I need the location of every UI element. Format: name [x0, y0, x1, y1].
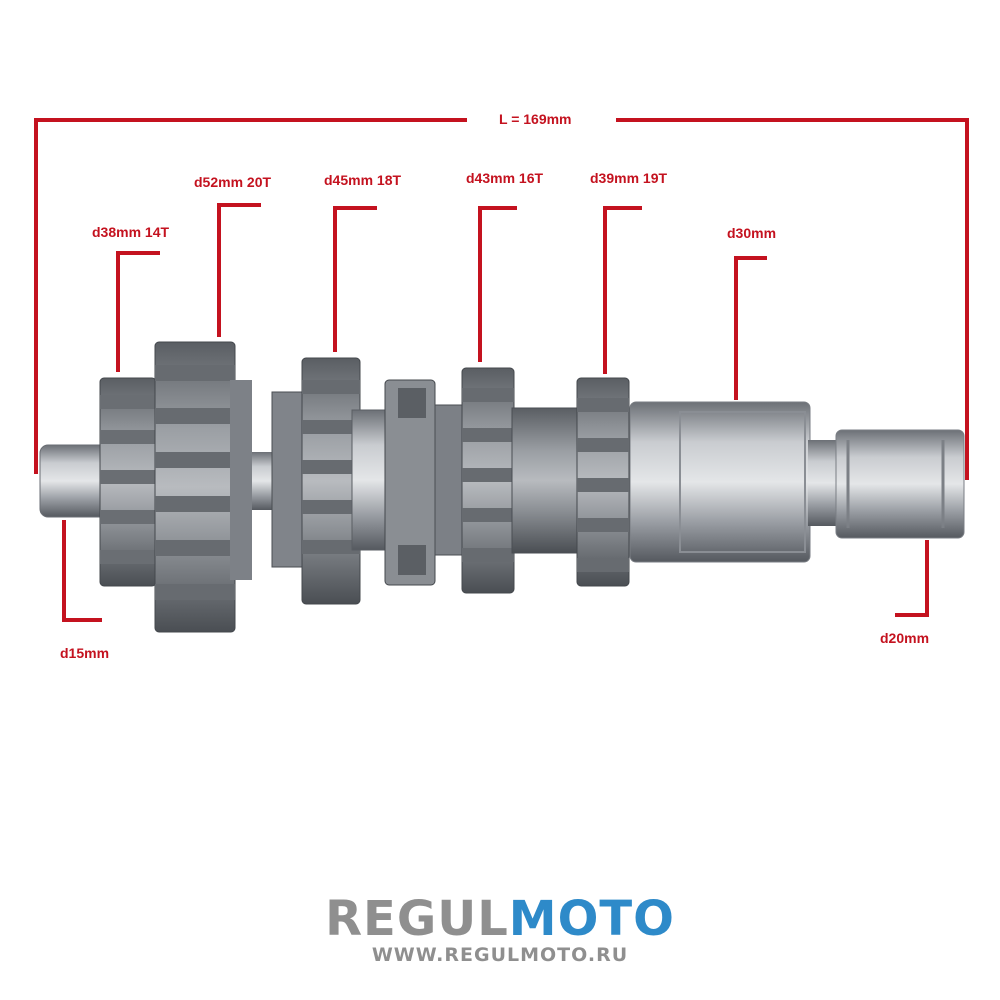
shift-collar: [351, 379, 436, 586]
gear-2: [154, 341, 252, 633]
gear1-leader: [116, 251, 160, 372]
spline-label: d30mm: [723, 225, 781, 241]
gear-1: [99, 377, 157, 587]
left-end-label: d15mm: [56, 645, 114, 661]
right-end-label: d20mm: [876, 630, 934, 646]
right-end-leader: [895, 540, 929, 617]
length-label: L = 169mm: [495, 111, 576, 127]
shaft-neck: [808, 440, 840, 526]
length-dimension-line-right: [616, 118, 969, 480]
gear-3: [271, 357, 361, 605]
spline-leader: [734, 256, 767, 400]
brand-logo: REGULMOTO: [0, 892, 1000, 946]
gear-5: [576, 377, 630, 587]
gear5-label: d39mm 19T: [586, 170, 672, 186]
gear4-leader: [478, 206, 517, 362]
gear3-label: d45mm 18T: [320, 172, 406, 188]
gear2-leader: [217, 203, 261, 337]
shaft-right-end: [835, 429, 965, 539]
gear-4: [434, 367, 578, 594]
shaft-spline-section: [629, 401, 811, 563]
brand-url: WWW.REGULMOTO.RU: [371, 944, 629, 966]
gear4-label: d43mm 16T: [462, 170, 548, 186]
logo-part-regul: REGUL: [325, 891, 509, 947]
length-dimension-line-left: [34, 118, 467, 474]
gear5-leader: [603, 206, 642, 374]
gear1-label: d38mm 14T: [88, 224, 174, 240]
gear2-label: d52mm 20T: [190, 174, 276, 190]
logo-part-moto: MOTO: [508, 891, 675, 947]
gear3-leader: [333, 206, 377, 352]
left-end-leader: [62, 520, 102, 622]
